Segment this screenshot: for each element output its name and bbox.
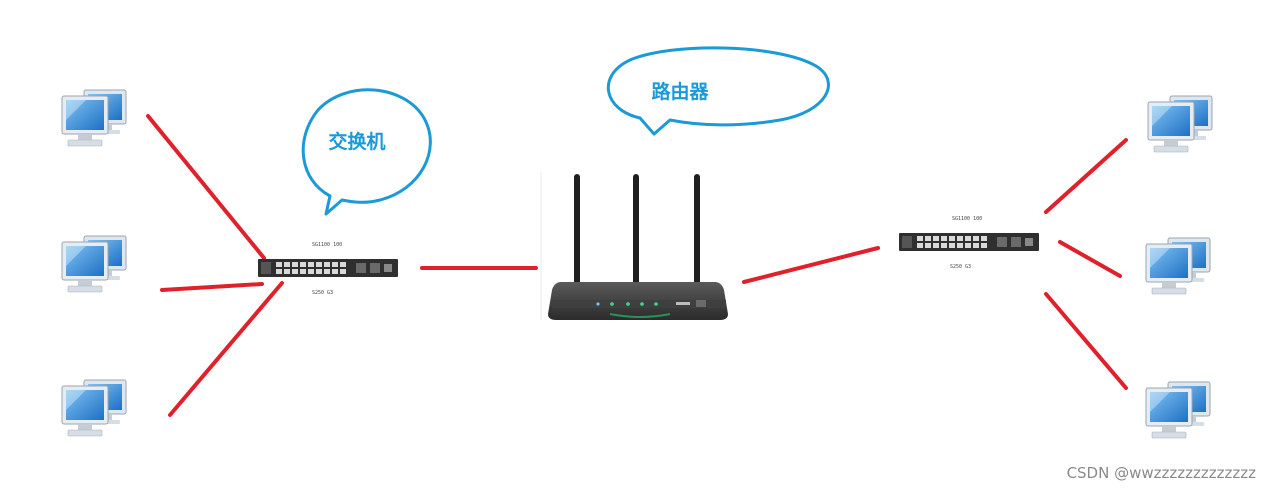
computer-icon xyxy=(1145,237,1211,295)
link-switch-right-to-pc-right-top xyxy=(1044,138,1128,214)
switch-callout-label: 交换机 xyxy=(328,130,385,153)
switch-icon xyxy=(899,233,1039,251)
switch-right-top-label: SG1100 100 xyxy=(952,216,982,222)
link-pc-left-bottom-to-switch-left xyxy=(168,281,284,417)
switch-left: SG1100 100 S250 G3 xyxy=(258,242,398,296)
computer-icon xyxy=(61,235,127,293)
switch-right-bottom-label: S250 G3 xyxy=(950,264,971,270)
link-switch-right-to-pc-right-bottom xyxy=(1044,292,1128,390)
link-router-to-switch-right xyxy=(742,246,880,284)
computer-icon xyxy=(61,89,127,147)
link-switch-right-to-pc-right-middle xyxy=(1058,240,1122,278)
switch-right: SG1100 100 S250 G3 xyxy=(899,216,1039,270)
computer-icon xyxy=(1147,95,1213,153)
computer-icon xyxy=(61,379,127,437)
link-pc-left-middle-to-switch-left xyxy=(160,282,264,292)
router-callout-label: 路由器 xyxy=(651,80,709,103)
router-callout: 路由器 xyxy=(606,46,830,136)
switch-left-bottom-label: S250 G3 xyxy=(312,290,333,296)
watermark-text: CSDN @wwzzzzzzzzzzzzz xyxy=(1067,464,1257,482)
links xyxy=(146,114,1128,417)
switch-callout: 交换机 xyxy=(301,88,432,216)
switch-left-top-label: SG1100 100 xyxy=(312,242,342,248)
link-pc-left-top-to-switch-left xyxy=(146,114,266,260)
computer-icon xyxy=(1145,381,1211,439)
router-icon xyxy=(540,172,728,320)
switch-icon xyxy=(258,259,398,277)
